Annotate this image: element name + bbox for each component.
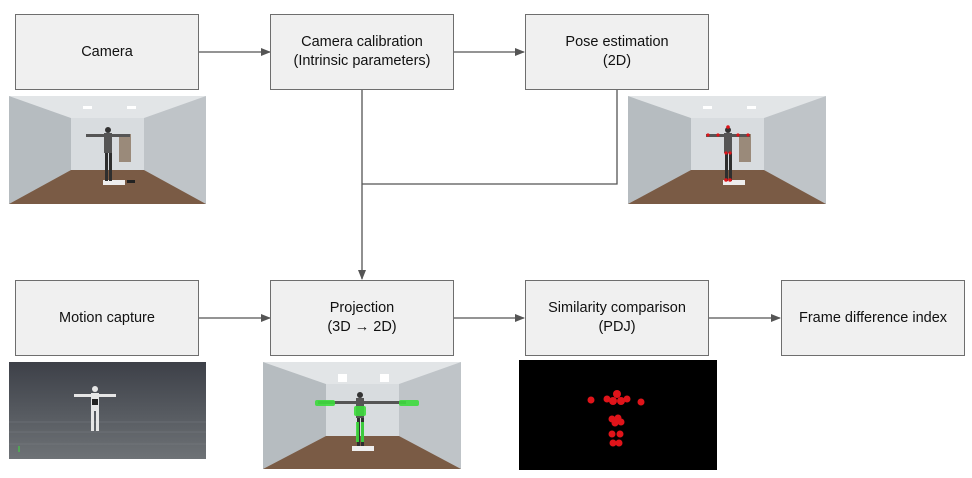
projection-photo	[263, 362, 461, 469]
similarity-comparison-node: Similarity comparison (PDJ)	[525, 280, 709, 356]
camera-label: Camera	[81, 43, 133, 60]
similarity-label: Similarity comparison	[548, 300, 686, 316]
similarity-sublabel: (PDJ)	[598, 319, 636, 335]
frame-diff-label: Frame difference index	[798, 309, 948, 326]
mocap-label: Motion capture	[59, 309, 155, 326]
camera-calibration-node: Camera calibration (Intrinsic parameters…	[270, 14, 454, 90]
pose-sublabel: (2D)	[602, 53, 632, 69]
projection-sublabel: (3D → 2D)	[327, 319, 397, 335]
pdj-keypoints-image	[519, 360, 717, 470]
motion-capture-render	[9, 362, 206, 459]
calibration-sublabel: (Intrinsic parameters)	[293, 53, 431, 69]
frame-difference-node: Frame difference index	[781, 280, 965, 356]
projection-node: Projection (3D → 2D)	[270, 280, 454, 356]
connector-pose-to-projection	[362, 90, 618, 185]
camera-photo	[9, 96, 206, 204]
pose-estimation-photo	[628, 96, 826, 204]
calibration-label: Camera calibration	[301, 34, 423, 50]
camera-node: Camera	[15, 14, 199, 90]
pose-estimation-node: Pose estimation (2D)	[525, 14, 709, 90]
pose-label: Pose estimation	[565, 34, 669, 50]
projection-label: Projection	[329, 300, 395, 316]
motion-capture-node: Motion capture	[15, 280, 199, 356]
